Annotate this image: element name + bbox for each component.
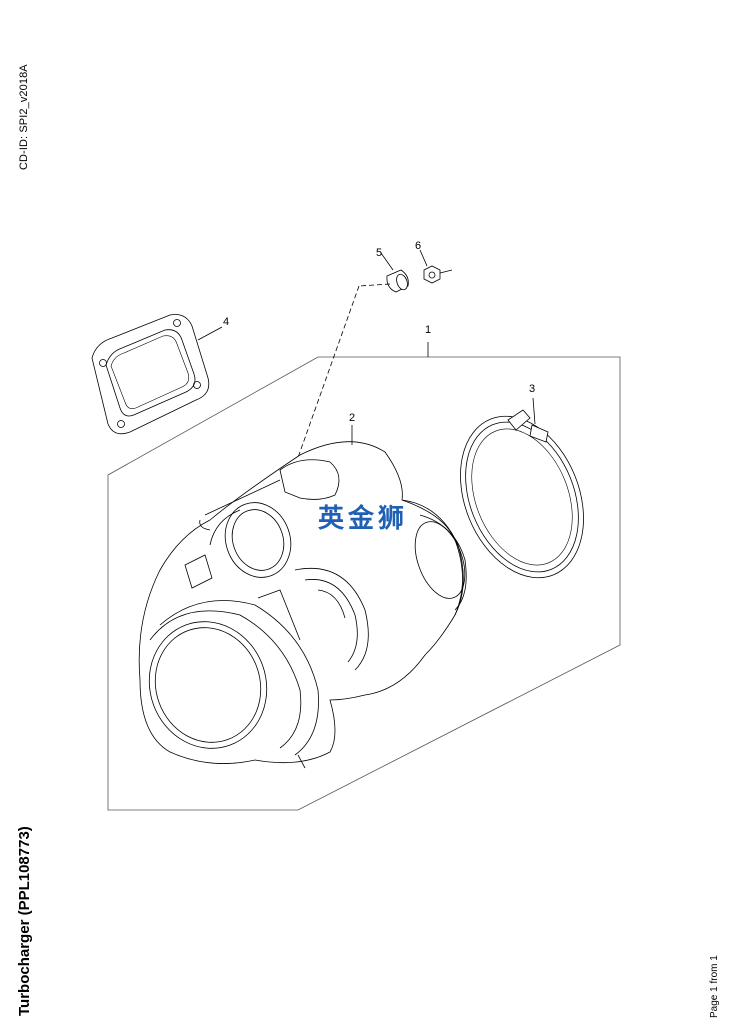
- clamp-part: [460, 397, 584, 579]
- sleeve-part: [289, 252, 409, 481]
- turbocharger-part: [138, 425, 467, 769]
- nut-part: [419, 249, 453, 284]
- callout-3: 3: [529, 383, 535, 395]
- callout-5: 5: [376, 247, 382, 259]
- callout-1: 1: [425, 324, 431, 336]
- gasket-part: [91, 314, 223, 435]
- watermark-logo: 英金狮: [318, 503, 408, 534]
- assembly-boundary: [107, 356, 621, 811]
- callout-2: 2: [349, 412, 355, 424]
- callout-6: 6: [415, 240, 421, 252]
- callout-4: 4: [223, 316, 229, 328]
